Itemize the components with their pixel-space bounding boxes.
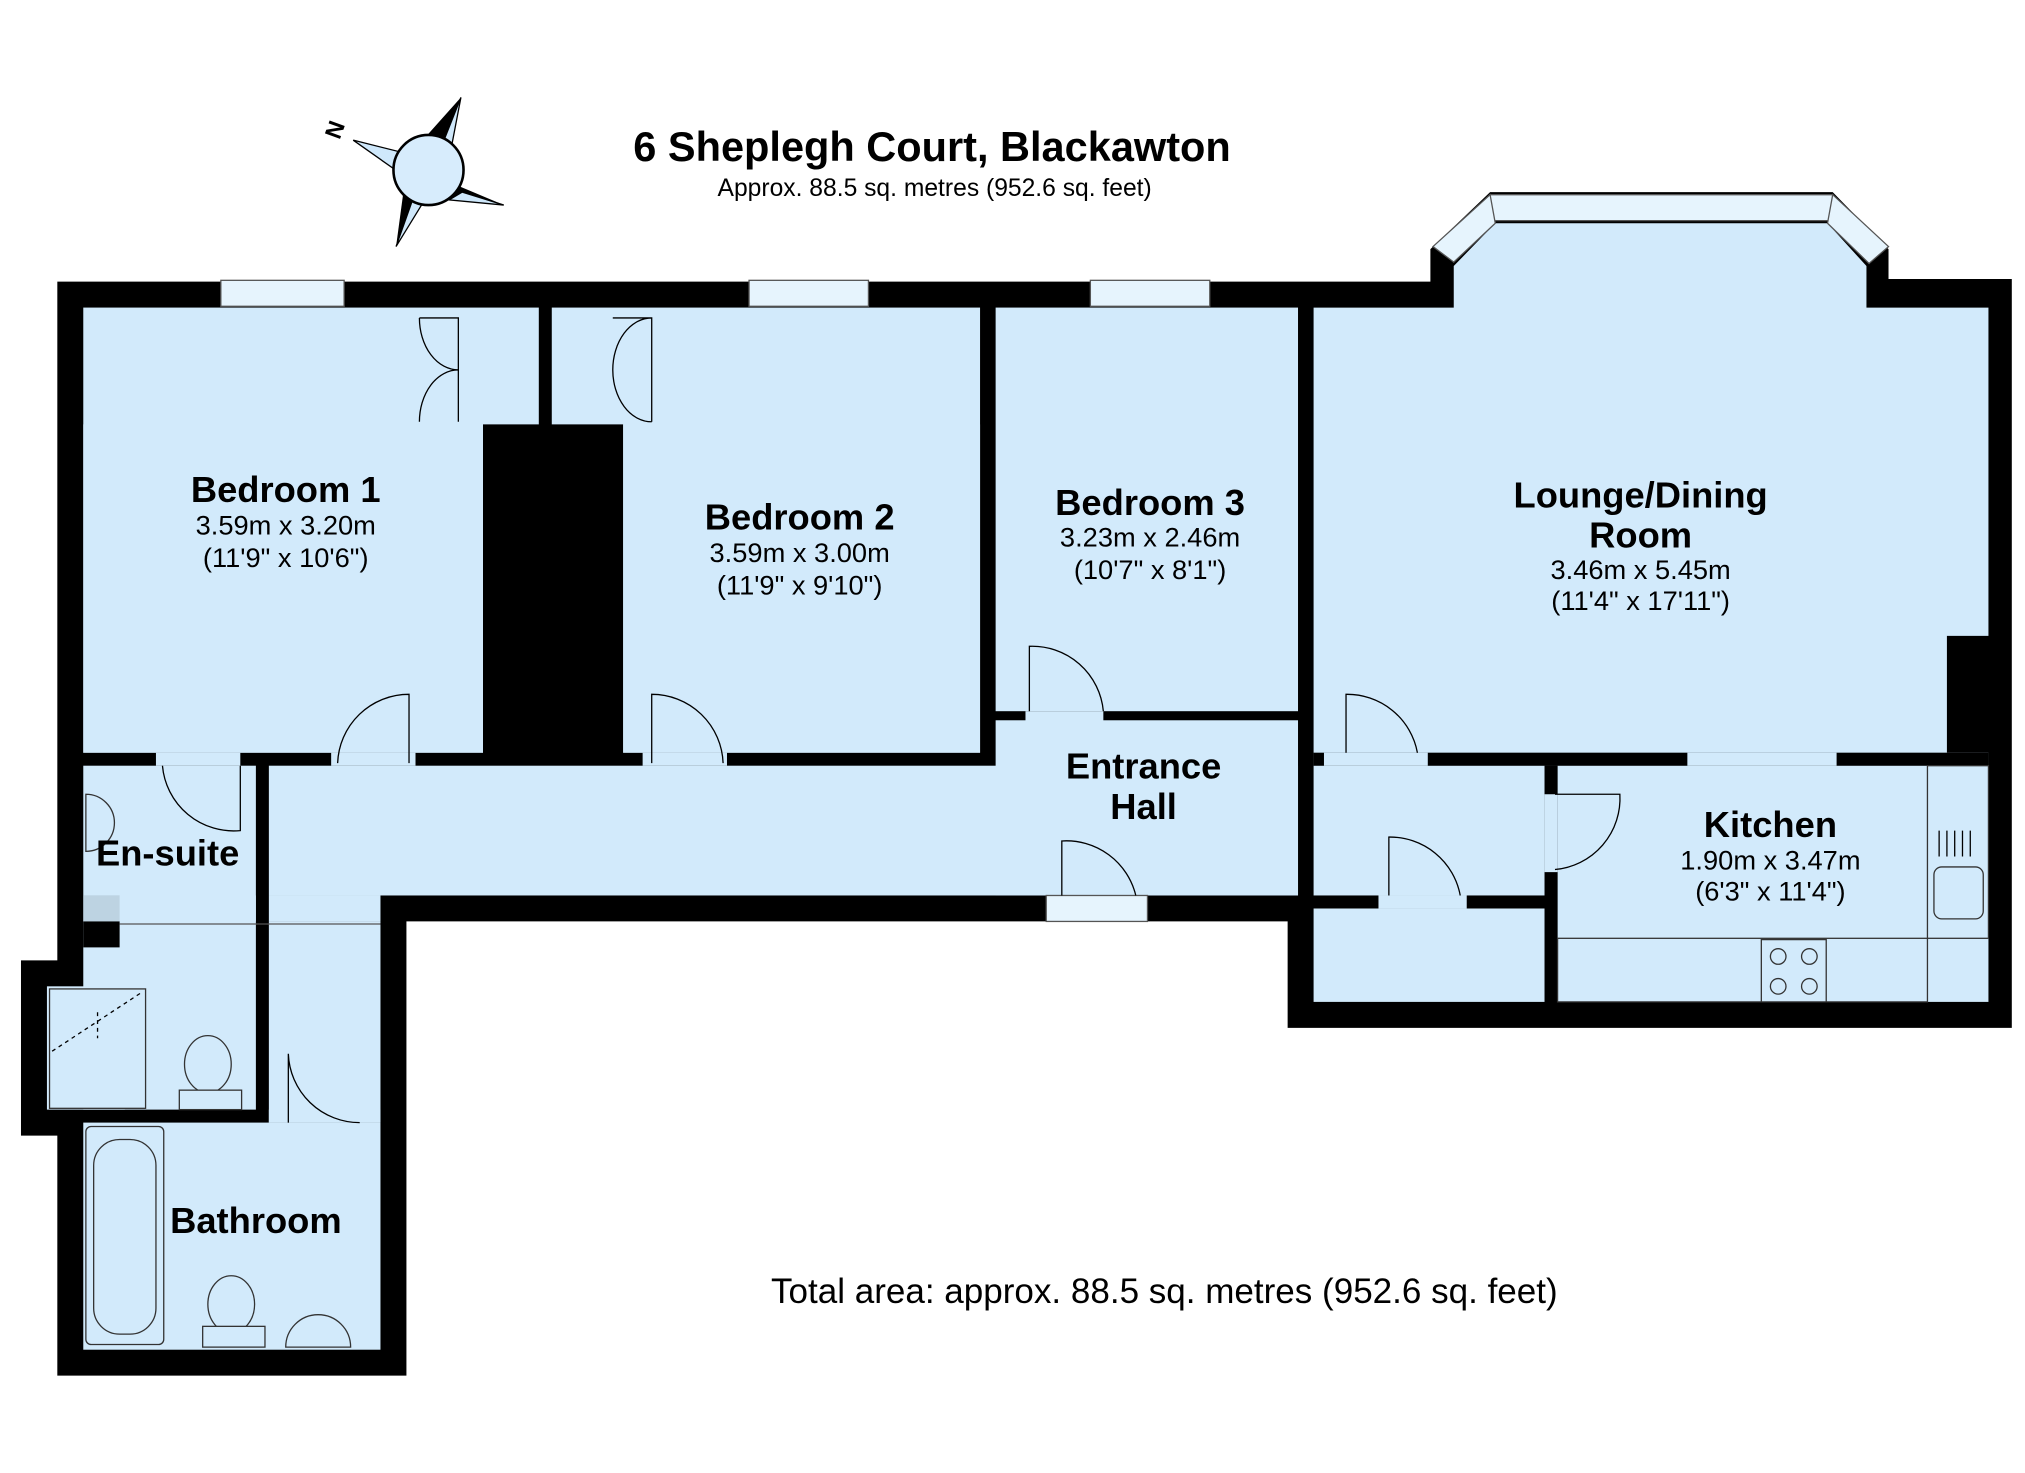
room-metric: 1.90m x 3.47m (1680, 845, 1860, 876)
north-label: N (320, 117, 350, 142)
room-imperial: (10'7" x 8'1") (1074, 554, 1226, 585)
total-area: Total area: approx. 88.5 sq. metres (952… (771, 1272, 1558, 1311)
room-metric: 3.23m x 2.46m (1060, 521, 1240, 552)
hob-icon (1760, 938, 1827, 1003)
toilet-icon (207, 1275, 256, 1334)
fixtures (48, 765, 1990, 1348)
room-name-bathroom: Bathroom (170, 1200, 342, 1241)
door-swings (161, 317, 1621, 1124)
room-name-lounge-2: Room (1589, 515, 1692, 556)
room-name-lounge: Lounge/Dining (1514, 474, 1768, 515)
room-name-bedroom-1: Bedroom 1 (191, 469, 381, 510)
room-name-bedroom-2: Bedroom 2 (705, 497, 895, 538)
room-metric: 3.46m x 5.45m (1551, 554, 1731, 585)
room-name-en-suite: En-suite (96, 833, 239, 874)
room-imperial: (11'9" x 10'6") (203, 542, 369, 573)
plan-title: 6 Sheplegh Court, Blackawton (633, 123, 1230, 170)
front-door[interactable] (1045, 894, 1149, 923)
room-name-entrance-hall: Entrance (1066, 746, 1221, 787)
rooms (46, 223, 1989, 1350)
windows (220, 193, 1890, 923)
room-imperial: (11'4" x 17'11") (1551, 585, 1730, 616)
plan-subtitle: Approx. 88.5 sq. metres (952.6 sq. feet) (718, 175, 1152, 202)
shower-icon (48, 988, 147, 1109)
room-metric: 3.59m x 3.00m (710, 537, 890, 568)
room-imperial: (6'3" x 11'4") (1695, 876, 1845, 907)
room-metric: 3.59m x 3.20m (196, 510, 376, 541)
room-name-kitchen: Kitchen (1704, 804, 1837, 845)
toilet-icon (183, 1034, 232, 1094)
basin-icon (285, 1314, 352, 1348)
sink-icon (1933, 866, 1984, 920)
room-imperial: (11'9" x 9'10") (717, 569, 883, 600)
compass-icon: N (320, 97, 504, 247)
room-name-bedroom-3: Bedroom 3 (1055, 482, 1245, 523)
room-name-entrance-hall-2: Hall (1110, 786, 1177, 827)
basin-icon (85, 793, 115, 853)
